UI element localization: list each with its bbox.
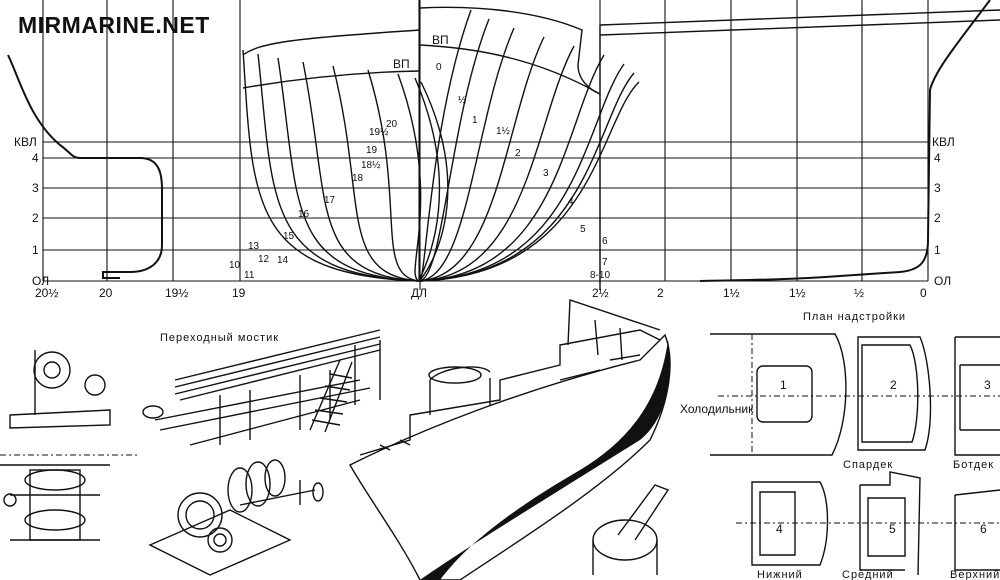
section-labels: 20 19½ 19 18½ 18 17 16 15 14 13 12 11 10… [229, 62, 610, 281]
waterline-label-right: КВЛ [932, 135, 955, 149]
deck-plan-number: 1 [780, 378, 787, 392]
aft-section-curve [332, 65, 420, 282]
waterline-label-right: 3 [934, 181, 941, 195]
section-label: 12 [258, 254, 270, 265]
station-label: 20½ [35, 286, 58, 300]
fwd-section-curve [419, 9, 472, 282]
superstructure-centerlines [718, 395, 1000, 524]
refrigerator-label: Холодильник [680, 402, 754, 416]
aft-section-curve [418, 81, 449, 282]
fwd-section-curve [419, 81, 640, 282]
waterline-label-left: 4 [32, 151, 39, 165]
fwd-section-curve [419, 45, 575, 282]
gangway-drawing [142, 329, 381, 446]
section-label: 17 [324, 195, 336, 206]
deck-rail [599, 9, 1000, 290]
hatch-drawing [592, 484, 670, 575]
section-label: ½ [458, 95, 467, 106]
section-label: 1 [472, 115, 478, 126]
section-label: 18 [352, 173, 364, 184]
section-label: 5 [580, 224, 586, 235]
station-label: 2½ [592, 286, 609, 300]
fwd-section-curve [419, 54, 605, 282]
station-label: ДЛ [411, 286, 427, 300]
deck-plan-number: 5 [889, 522, 896, 536]
deck-plan-name: Спардек [843, 459, 893, 471]
section-label: 19 [366, 145, 378, 156]
superstructure-plan-title: План надстройки [803, 311, 906, 323]
section-label: 11 [244, 270, 255, 281]
fwd-section-curve [419, 18, 490, 282]
deck-plan-name: Средний [842, 569, 894, 580]
section-curves [242, 9, 640, 282]
deck-label-fwd: ВП [432, 33, 449, 47]
section-label: 7 [602, 257, 608, 268]
waterline-label-right: 1 [934, 243, 941, 257]
bow-profile [699, 0, 991, 282]
section-label: 6 [602, 236, 608, 247]
aft-section-curve [257, 53, 420, 282]
waterline-label-left: 3 [32, 181, 39, 195]
section-label: 20 [386, 119, 398, 130]
section-label: 0 [436, 62, 442, 73]
waterline-label-right: 4 [934, 151, 941, 165]
superstructure-plan-drawing [710, 333, 1000, 576]
section-label: 3 [543, 168, 549, 179]
winch-drawing [148, 459, 324, 576]
station-label: 19 [232, 286, 246, 300]
deck-plan-number: 6 [980, 522, 987, 536]
gangway-caption: Переходный мостик [160, 332, 279, 344]
section-label: 4 [568, 196, 574, 207]
station-label: 19½ [165, 286, 188, 300]
fwd-section-curve [419, 72, 635, 282]
section-label: 1½ [496, 126, 511, 137]
station-label: 2 [657, 286, 664, 300]
section-label: 15 [283, 231, 295, 242]
waterline-label-left: КВЛ [14, 135, 37, 149]
waterline-label-right: ОЛ [934, 274, 951, 288]
deck-label-aft: ВП [393, 57, 410, 71]
waterline-label-right: 2 [934, 211, 941, 225]
site-watermark: MIRMARINE.NET [18, 12, 210, 38]
aft-section-curve [242, 49, 420, 282]
section-label: 2 [515, 148, 521, 159]
deck-line-aft [242, 70, 421, 89]
fwd-section-curve [419, 36, 545, 282]
deck-plan-number: 3 [984, 378, 991, 392]
windlass-drawing [0, 350, 111, 541]
station-label: 1½ [789, 286, 806, 300]
stern-profile [7, 54, 163, 279]
aft-section-curve [367, 69, 420, 282]
fwd-section-curve [419, 63, 625, 282]
deck-plan-name: Нижний [757, 569, 803, 580]
waterline-label-left: 1 [32, 243, 39, 257]
deck-plan-number: 4 [776, 522, 783, 536]
section-label: 19½ [369, 127, 389, 138]
station-label: 20 [99, 286, 113, 300]
station-label: 0 [920, 286, 927, 300]
aft-section-curve [277, 57, 420, 282]
sheer-line-fwd [419, 6, 601, 95]
sheer-line-aft [242, 29, 421, 56]
station-label: ½ [854, 286, 864, 300]
deck-line-fwd [419, 44, 601, 95]
fwd-section-curve [419, 27, 515, 282]
section-label: 10 [229, 260, 241, 271]
section-label: 16 [298, 209, 310, 220]
deck-plan-name: Ботдек [953, 459, 994, 471]
section-label: 13 [248, 241, 260, 252]
station-label: 1½ [723, 286, 740, 300]
deck-plan-number: 2 [890, 378, 897, 392]
section-label: 8-10 [590, 270, 610, 281]
waterline-label-left: ОЛ [32, 274, 49, 288]
aft-section-curve [302, 61, 420, 282]
ship-perspective-drawing [349, 299, 671, 580]
deck-plan-name: Верхний [950, 569, 1000, 580]
section-label: 18½ [361, 160, 381, 171]
section-label: 14 [277, 255, 289, 266]
aft-section-curve [397, 73, 422, 282]
waterline-label-left: 2 [32, 211, 39, 225]
